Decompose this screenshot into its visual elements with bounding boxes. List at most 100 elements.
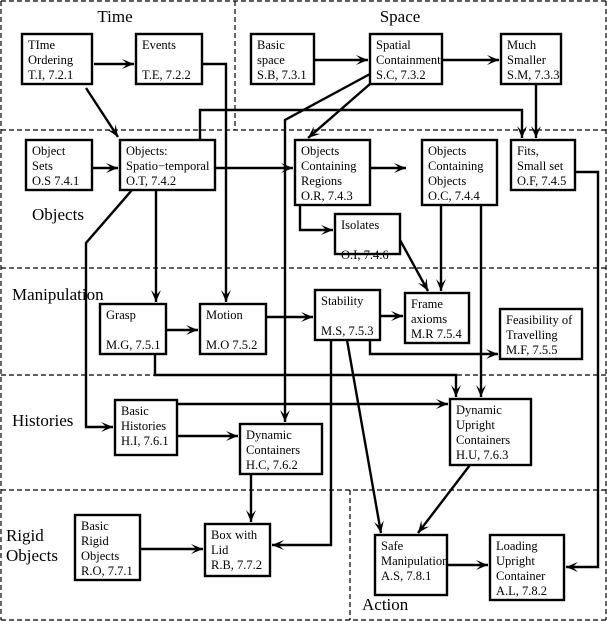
node-label-line: Rigid (81, 534, 110, 548)
node-label-line: Stability (321, 294, 364, 308)
node-box (98, 302, 168, 356)
node-label-line: Spatial (376, 38, 411, 52)
edge-hc-to-rb (246, 474, 256, 522)
node-label-line: Spatio−temporal (126, 159, 210, 173)
node-label-line: M.S, 7.5.3 (321, 324, 373, 338)
edge-line (153, 354, 458, 397)
arrowhead-icon (106, 163, 118, 173)
arrowhead-icon (436, 279, 446, 291)
node-label-line: T.I, 7.2.1 (28, 68, 73, 82)
edge-ti-to-te (94, 59, 134, 69)
node-oi[interactable]: Isolates O.I, 7.4.6 (333, 212, 402, 262)
arrowhead-icon (356, 55, 368, 65)
node-label: Stability M.S, 7.5.3 (321, 294, 373, 338)
node-label-line: Much (507, 38, 537, 52)
region-label-histories: Histories (12, 411, 73, 430)
edge-ot-to-or (215, 163, 293, 173)
node-box (333, 212, 402, 256)
arrowhead-icon (301, 312, 313, 322)
edge-of-to-al (566, 170, 600, 572)
edge-ms-to-mr (380, 311, 403, 321)
node-label-line: Containing (428, 159, 484, 173)
node-label-line: Upright (496, 554, 535, 568)
node-label-line: Ordering (28, 53, 74, 67)
edge-mg-to-mo (166, 325, 198, 335)
node-label-line: Travelling (506, 328, 558, 342)
node-box (203, 522, 272, 578)
edge-oi-to-mr (398, 239, 430, 292)
node-label-line: Smaller (507, 53, 547, 67)
edge-ot-to-mg (151, 190, 161, 302)
node-label-line: Objects (428, 174, 466, 188)
region-label-manipulation: Manipulation (12, 285, 104, 304)
arrowhead-icon (476, 560, 488, 570)
node-mg[interactable]: Grasp M.G, 7.5.1 (98, 302, 168, 356)
node-label-line: T.E, 7.2.2 (142, 68, 191, 82)
node-te[interactable]: Events T.E, 7.2.2 (134, 32, 204, 86)
region-label-time: Time (97, 7, 132, 26)
node-label-line: Feasibility of (506, 313, 573, 327)
edge-ti-to-ot (84, 87, 120, 138)
arrowhead-icon (394, 163, 406, 173)
node-label-line: Basic (121, 404, 149, 418)
node-label-line: axioms (411, 312, 447, 326)
edge-line (368, 340, 498, 356)
arrowhead-icon (373, 520, 384, 533)
arrowhead-icon (122, 59, 134, 69)
node-box (134, 32, 204, 86)
node-label: Isolates O.I, 7.4.6 (341, 218, 389, 262)
arrowhead-icon (221, 290, 231, 302)
edge-ot-to-hi (84, 189, 133, 432)
arrowhead-icon (281, 163, 293, 173)
node-label-line: Regions (301, 174, 342, 188)
node-ms[interactable]: Stability M.S, 7.5.3 (313, 288, 382, 342)
arrowhead-icon (418, 520, 430, 533)
node-label-line: Basic (81, 519, 109, 533)
arrowhead-icon (308, 126, 321, 138)
node-box (488, 533, 566, 602)
arrowhead-icon (486, 349, 498, 359)
region-label-action: Action (362, 595, 409, 614)
node-label-line: Objects (428, 144, 466, 158)
node-label-line: M.O 7.5.2 (206, 338, 257, 352)
node-label-line: Containing (301, 159, 357, 173)
arrowhead-icon (321, 225, 333, 235)
node-label-line: A.L, 7.8.2 (496, 584, 547, 598)
edge-line (345, 339, 383, 534)
node-label-line: Box with (211, 528, 258, 542)
node-mo[interactable]: Motion M.O 7.5.2 (198, 302, 268, 356)
node-label-line: O.R, 7.4.3 (301, 189, 353, 203)
